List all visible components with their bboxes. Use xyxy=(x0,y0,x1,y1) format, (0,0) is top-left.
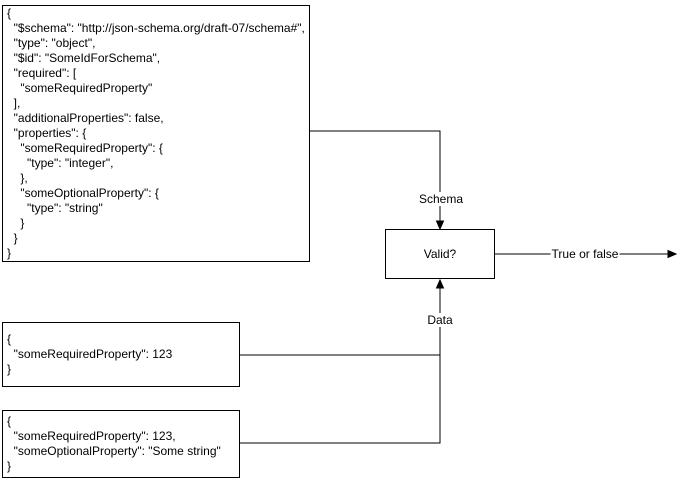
schema-json-line: "someOptionalProperty": { xyxy=(7,186,159,200)
schema-json-line: "type": "object", xyxy=(7,36,96,50)
data-arrowhead-up xyxy=(435,278,445,289)
data-document-box-1: { "someRequiredProperty": 123 } xyxy=(2,322,240,387)
schema-json-line: "type": "string" xyxy=(7,201,103,215)
schema-json-line: "someRequiredProperty" xyxy=(7,81,153,95)
schema-json-line: "$schema": "http://json-schema.org/draft… xyxy=(7,21,305,35)
data1-json-line: "someRequiredProperty": 123 xyxy=(7,347,173,361)
schema-connector-line xyxy=(310,130,441,221)
result-arrowhead-right xyxy=(667,249,678,259)
schema-json-line: "$id": "SomeIdForSchema", xyxy=(7,51,161,65)
json-schema-box: { "$schema": "http://json-schema.org/dra… xyxy=(2,5,310,262)
schema-json-line: "additionalProperties": false, xyxy=(7,111,164,125)
data1-json-line: { xyxy=(7,332,12,346)
data2-json-line: } xyxy=(7,459,12,473)
schema-json-line: ], xyxy=(7,96,21,110)
result-edge-label: True or false xyxy=(550,247,620,261)
data2-json-line: "someRequiredProperty": 123, xyxy=(7,429,176,443)
schema-json-line: } xyxy=(7,216,25,230)
schema-json-line: "required": [ xyxy=(7,66,77,80)
data-edge-label: Data xyxy=(426,313,454,327)
data2-json-line: { xyxy=(7,414,12,428)
schema-json-line: } xyxy=(7,231,18,245)
schema-arrowhead-down xyxy=(435,220,445,231)
valid-decision-box: Valid? xyxy=(385,229,495,279)
schema-json-line: } xyxy=(7,246,12,260)
valid-decision-label: Valid? xyxy=(423,247,457,261)
data-document-box-2: { "someRequiredProperty": 123, "someOpti… xyxy=(2,410,240,478)
data2-json-line: "someOptionalProperty": "Some string" xyxy=(7,444,221,458)
schema-json-line: "someRequiredProperty": { xyxy=(7,141,163,155)
data2-connector-line xyxy=(240,288,441,444)
schema-json-line: "type": "integer", xyxy=(7,156,114,170)
schema-json-line: "properties": { xyxy=(7,126,87,140)
schema-json-line: { xyxy=(7,6,12,20)
data1-json-line: } xyxy=(7,362,12,376)
schema-edge-label: Schema xyxy=(417,192,465,206)
schema-json-line: }, xyxy=(7,171,28,185)
